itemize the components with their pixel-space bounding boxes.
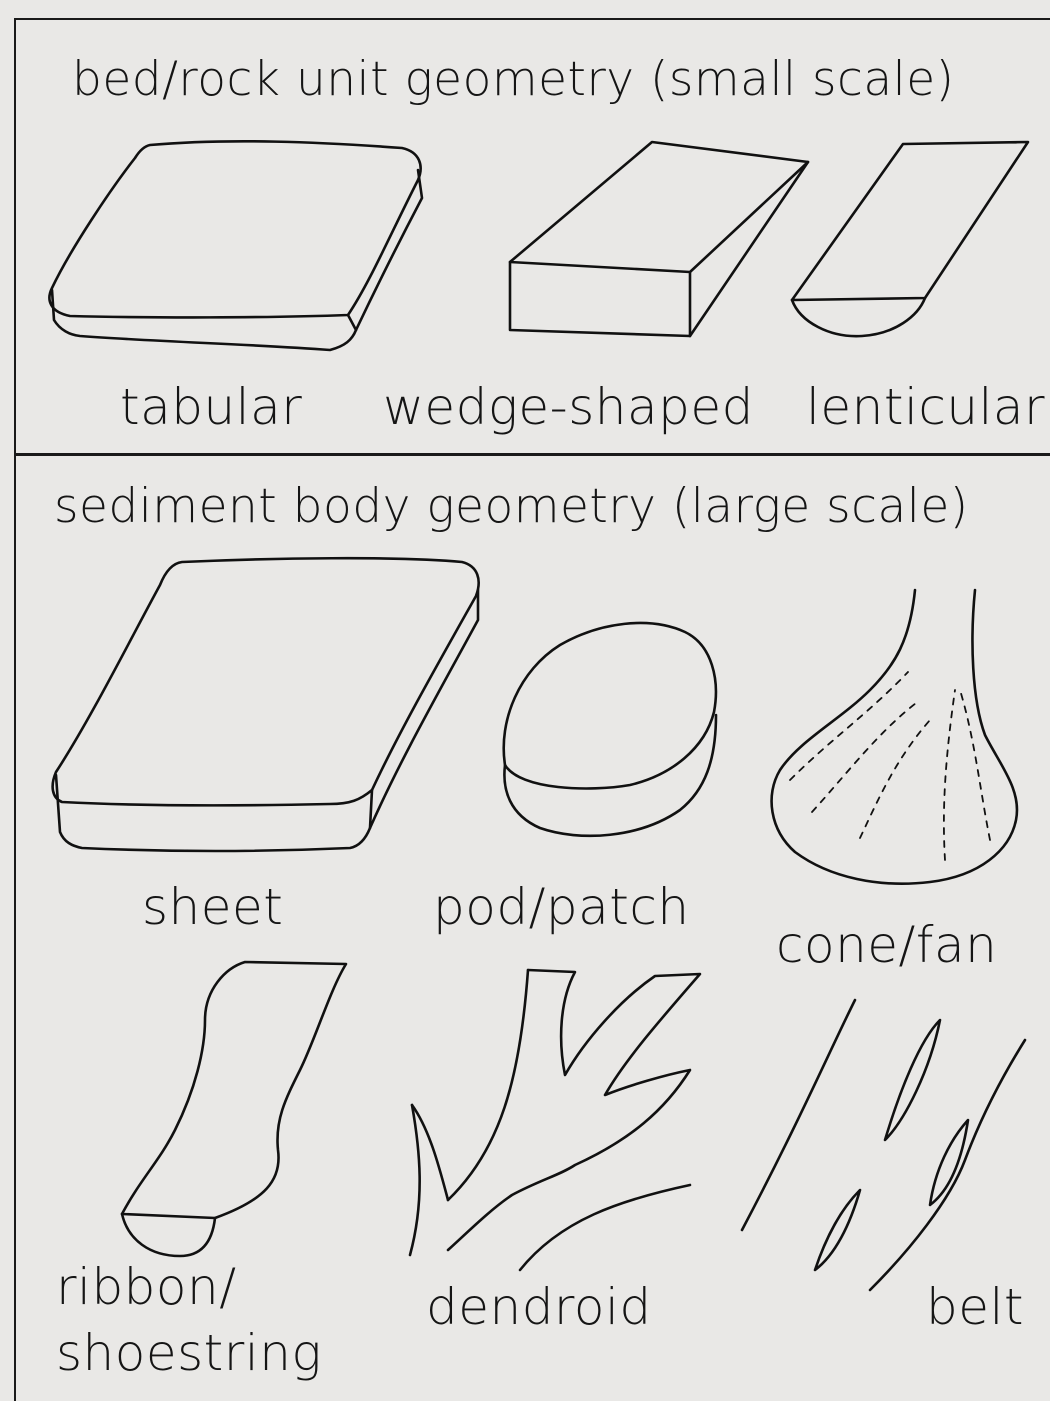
cone-fan-shape bbox=[772, 590, 1017, 884]
dendroid-shape bbox=[410, 970, 700, 1270]
belt-shape bbox=[742, 1000, 1025, 1290]
lenticular-shape bbox=[792, 142, 1028, 336]
pod-patch-shape bbox=[504, 623, 716, 836]
ribbon-shoestring-shape bbox=[122, 962, 346, 1256]
tabular-shape bbox=[49, 141, 422, 350]
sheet-shape bbox=[53, 558, 479, 851]
wedge-shape bbox=[510, 142, 808, 336]
